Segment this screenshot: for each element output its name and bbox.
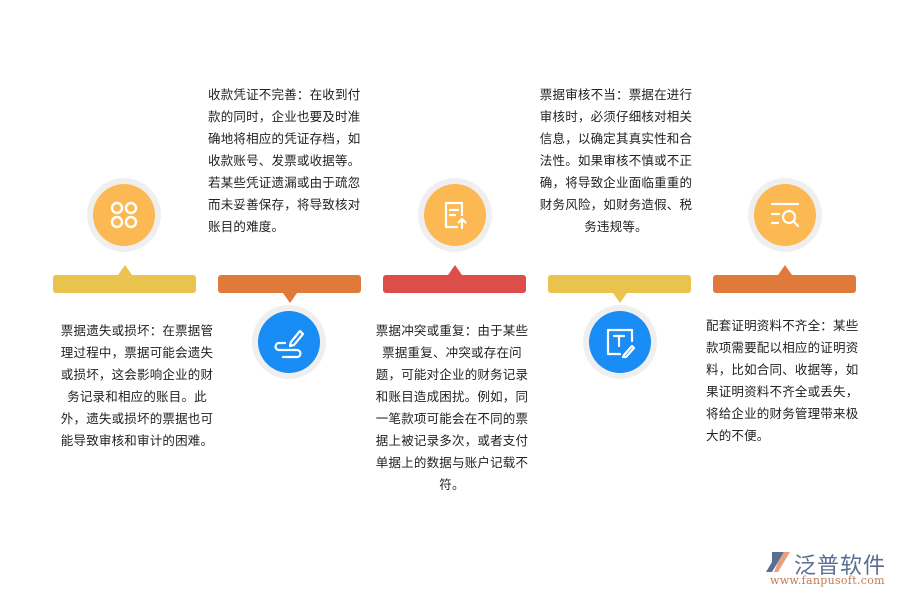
fanpu-logo-icon [766, 552, 790, 572]
item-5-description: 配套证明资料不齐全：某些款项需要配以相应的证明资料，比如合同、收据等，如果证明资… [706, 318, 859, 443]
item-1-description: 票据遗失或损坏：在票据管理过程中，票据可能会遗失或损坏，这会影响企业的财务记录和… [60, 323, 214, 448]
pointer-up-icon [777, 265, 792, 275]
brand-name: 泛普软件 [794, 554, 887, 579]
item-2-description: 收款凭证不完善：在收到付款的同时，企业也要及时准确地将相应的凭证存档，如收款账号… [208, 87, 361, 234]
timeline-bar-1 [53, 265, 196, 293]
step-5-badge [748, 178, 822, 252]
brand-logo: 泛普软件 www.fanpusoft.com [764, 548, 894, 590]
brand-url: www.fanpusoft.com [770, 574, 885, 587]
item-4-description: 票据审核不当：票据在进行审核时，必须仔细核对相关信息，以确定其真实性和合法性。如… [539, 87, 693, 234]
step-4-badge [583, 305, 657, 379]
step-3-badge [418, 178, 492, 252]
item-3-description: 票据冲突或重复：由于某些票据重复、冲突或存在问题，可能对企业的财务记录和账目造成… [375, 323, 529, 492]
document-upload-icon [444, 201, 467, 230]
pointer-down-icon [612, 293, 627, 303]
timeline-bar-2 [218, 275, 361, 303]
list-search-icon [770, 202, 800, 228]
pointer-down-icon [282, 293, 297, 303]
pen-signature-icon [274, 329, 305, 359]
timeline-bar-5 [713, 265, 856, 293]
grid-four-circles-icon [110, 201, 138, 229]
timeline-bar-3 [383, 265, 526, 293]
step-2-badge [252, 305, 326, 379]
timeline-bar-4 [548, 275, 691, 303]
text-edit-icon [606, 328, 636, 359]
pointer-up-icon [447, 265, 462, 275]
pointer-up-icon [117, 265, 132, 275]
step-1-badge [87, 178, 161, 252]
